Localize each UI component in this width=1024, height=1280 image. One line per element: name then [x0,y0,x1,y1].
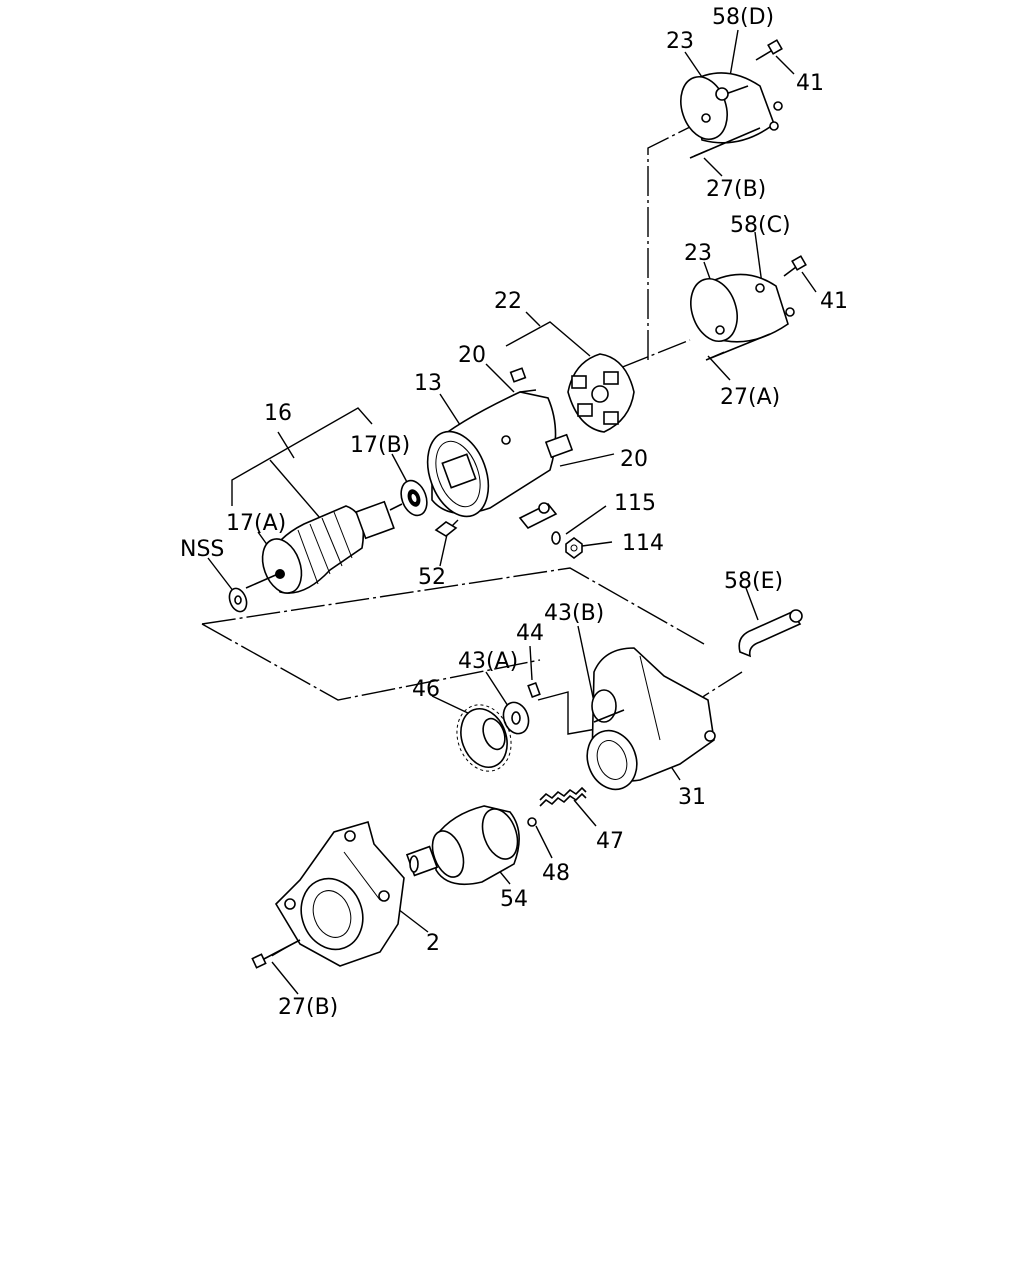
label-22: 22 [494,289,522,314]
bearing-17b [400,479,428,517]
bolt-27b-bottom [251,939,301,969]
label-58e: 58(E) [724,569,783,594]
gear-housing [586,647,716,791]
label-13: 13 [414,371,442,396]
label-54: 54 [500,887,528,912]
label-115: 115 [614,491,656,516]
yoke [426,389,574,530]
label-17a: 17(A) [226,511,286,536]
label-nss: NSS [180,537,224,562]
gear-43a [502,701,530,735]
screw-41-top [755,39,783,61]
screw-41-mid [783,255,807,277]
lead-wire-58e [738,609,803,658]
rear-cover-d [680,72,779,144]
callout-labels: 58(D) 23 41 27(B) 58(C) 23 41 27(A) 22 2… [180,5,848,1020]
through-bolt-27b-top [689,101,783,159]
label-2: 2 [426,931,440,956]
nut-114 [565,537,583,559]
label-52: 52 [418,565,446,590]
front-housing [274,821,405,967]
label-43b: 43(B) [544,601,604,626]
label-27b-top: 27(B) [706,177,766,202]
armature [245,500,403,594]
label-43a: 43(A) [458,649,518,674]
label-58c: 58(C) [730,213,791,238]
label-20-top: 20 [458,343,486,368]
label-47: 47 [596,829,624,854]
label-44: 44 [516,621,544,646]
label-27b-bottom: 27(B) [278,995,338,1020]
label-41-mid: 41 [820,289,848,314]
brush-20 [509,367,527,383]
ball-48 [527,817,537,827]
washer-115 [551,531,561,545]
label-41-top: 41 [796,71,824,96]
idler-gear-46 [456,704,512,772]
label-23-mid: 23 [684,241,712,266]
spring-clip-52 [434,521,458,537]
brush-holder [567,353,635,433]
through-bolt-27a [705,333,771,361]
leader-lines [201,29,817,995]
pinion-clutch-54 [405,805,520,886]
label-27a: 27(A) [720,385,780,410]
label-46: 46 [412,677,440,702]
rear-cover-c [690,273,795,343]
label-114: 114 [622,531,664,556]
label-20-right: 20 [620,447,648,472]
label-58d: 58(D) [712,5,774,30]
label-31: 31 [678,785,706,810]
key-44 [527,681,541,699]
label-16: 16 [264,401,292,426]
label-23-top: 23 [666,29,694,54]
label-48: 48 [542,861,570,886]
spring-47 [539,786,587,807]
nss-washer [228,587,248,613]
label-17b: 17(B) [350,433,410,458]
